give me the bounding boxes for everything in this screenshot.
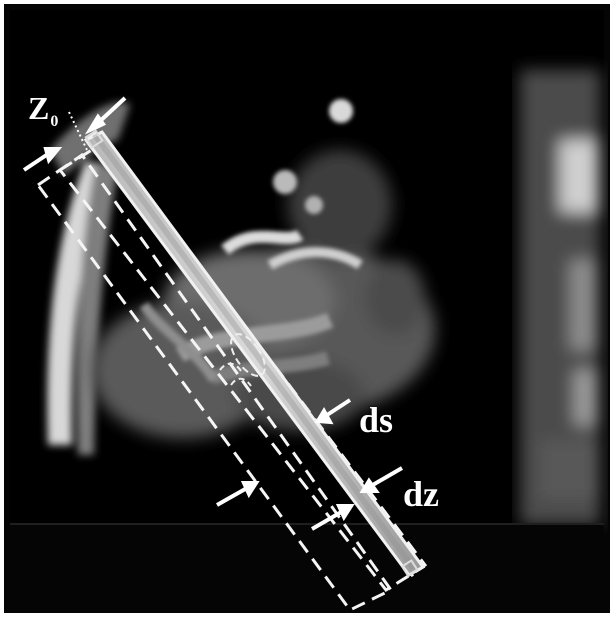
z0-main-text: Z — [28, 90, 49, 126]
z0-label: Z0 — [28, 92, 58, 130]
ds-label: ds — [359, 402, 393, 438]
dz-label: dz — [403, 476, 439, 512]
z0-subscript: 0 — [50, 113, 58, 130]
right-tissue-column — [520, 70, 600, 525]
